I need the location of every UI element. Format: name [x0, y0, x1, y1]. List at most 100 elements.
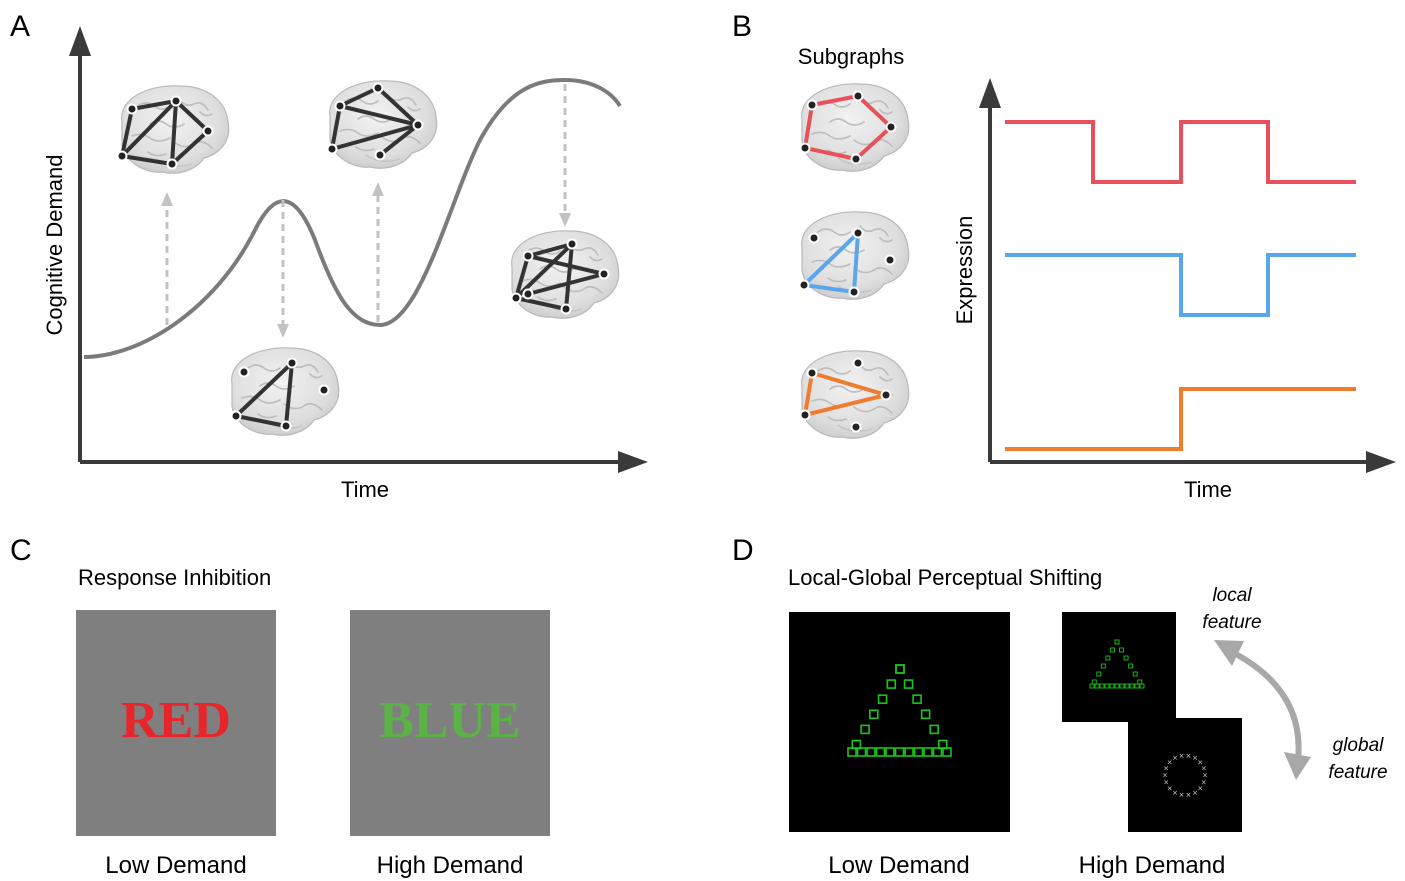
navon-x-element: × — [1167, 759, 1173, 767]
brain-network-a2 — [326, 80, 438, 170]
navon-square-element — [932, 747, 943, 757]
navon-x-element: × — [1186, 752, 1192, 760]
navon-square-element — [1110, 647, 1115, 653]
global-feature-label-line1: global — [1333, 735, 1384, 756]
navon-square-element — [875, 747, 886, 757]
navon-square-element — [1100, 663, 1106, 669]
navon-square-element — [912, 694, 922, 704]
local-feature-label-line2: feature — [1202, 612, 1261, 633]
navon-square-element — [1123, 655, 1129, 661]
navon-low-demand-card — [789, 612, 1010, 832]
navon-square-element — [1137, 679, 1143, 685]
expression-trace-orange — [1005, 387, 1356, 451]
subgraph-brain-orange — [799, 350, 910, 440]
navon-x-element: × — [1163, 765, 1169, 773]
navon-x-element: × — [1197, 784, 1203, 792]
navon-square-element — [1134, 683, 1140, 689]
navon-x-element: × — [1167, 784, 1173, 792]
navon-square-element — [1132, 671, 1138, 677]
navon-x-element: × — [1162, 772, 1168, 780]
subgraphs-title: Subgraphs — [798, 44, 904, 69]
navon-x-element: × — [1186, 791, 1192, 799]
navon-square-element — [856, 747, 867, 757]
navon-square-element — [1114, 683, 1120, 689]
navon-x-element: × — [1197, 759, 1203, 767]
panel-a-dashed-arrows — [161, 84, 571, 338]
stroop-word-red: RED — [121, 692, 231, 749]
expression-traces — [1005, 120, 1356, 451]
panel-c-title: Response Inhibition — [78, 565, 271, 590]
panel-b-letter: B — [732, 10, 752, 43]
brain-network-a4 — [230, 347, 340, 437]
panel-b-axes — [979, 78, 1396, 473]
navon-x-element: × — [1201, 778, 1207, 786]
navon-x-element: × — [1163, 778, 1169, 786]
subgraph-brain-red — [799, 83, 910, 173]
panel-c-high-label: High Demand — [377, 852, 524, 879]
navon-square-element — [894, 747, 905, 757]
navon-triangle-small — [1089, 639, 1145, 689]
navon-square-element — [1096, 671, 1102, 677]
panel-a-axes — [69, 26, 648, 473]
navon-square-element — [904, 747, 914, 757]
navon-square-element — [1129, 683, 1135, 689]
stroop-high-demand-card — [350, 610, 550, 836]
panel-d-low-label: Low Demand — [828, 852, 969, 879]
navon-square-element — [1109, 683, 1115, 689]
navon-square-element — [885, 747, 895, 757]
navon-square-element — [923, 747, 933, 757]
panel-c-low-label: Low Demand — [105, 852, 246, 879]
panel-a-x-axis-label: Time — [341, 477, 389, 502]
navon-square-element — [1105, 655, 1111, 661]
stroop-low-demand-card — [76, 610, 276, 836]
expression-trace-blue — [1005, 253, 1356, 317]
navon-x-element: × — [1201, 765, 1207, 773]
navon-square-element — [1104, 683, 1110, 689]
brain-network-a3 — [510, 230, 620, 320]
navon-square-element — [1128, 663, 1134, 669]
navon-x-element: × — [1202, 772, 1208, 780]
navon-square-element — [1119, 647, 1124, 653]
global-feature-label-line2: feature — [1328, 762, 1387, 783]
navon-x-element: × — [1192, 754, 1198, 762]
navon-square-element — [895, 664, 905, 674]
subgraph-brain-blue — [798, 211, 910, 301]
navon-square-element — [886, 679, 897, 689]
navon-x-element: × — [1172, 789, 1178, 797]
navon-square-element — [913, 747, 924, 757]
navon-triangle-large — [847, 664, 952, 757]
navon-x-element: × — [1172, 754, 1178, 762]
local-global-double-arrow — [1214, 640, 1311, 780]
cognitive-demand-curve — [83, 77, 622, 359]
brain-network-a1 — [116, 85, 230, 175]
navon-square-element — [920, 709, 931, 720]
navon-square-element — [929, 724, 939, 735]
navon-square-element — [1094, 683, 1100, 689]
panel-a-y-axis-label: Cognitive Demand — [42, 155, 67, 336]
navon-square-element — [1091, 679, 1097, 685]
expression-trace-red — [1005, 120, 1356, 184]
panel-c-letter: C — [10, 534, 32, 567]
navon-x-element: × — [1179, 752, 1185, 760]
navon-square-element — [869, 709, 879, 720]
navon-square-element — [903, 679, 914, 689]
navon-x-element: × — [1179, 791, 1185, 799]
navon-square-element — [937, 739, 948, 750]
navon-square-element — [1114, 639, 1120, 645]
navon-square-element — [860, 724, 870, 735]
panel-b-x-axis-label: Time — [1184, 477, 1232, 502]
stroop-word-blue: BLUE — [379, 692, 521, 749]
panel-b-y-axis-label: Expression — [952, 216, 977, 325]
panel-a-letter: A — [10, 10, 30, 43]
panel-d-letter: D — [732, 534, 754, 567]
navon-circle-of-x: ×××××××××××××××××× — [1162, 752, 1208, 799]
navon-square-element — [877, 694, 888, 704]
navon-high-demand-card-bottom — [1128, 718, 1242, 832]
navon-square-element — [851, 739, 862, 750]
navon-square-element — [866, 747, 876, 757]
local-feature-label-line1: local — [1212, 585, 1252, 606]
navon-high-demand-card-top — [1062, 612, 1176, 722]
navon-square-element — [1119, 683, 1125, 689]
panel-d-high-label: High Demand — [1079, 852, 1226, 879]
